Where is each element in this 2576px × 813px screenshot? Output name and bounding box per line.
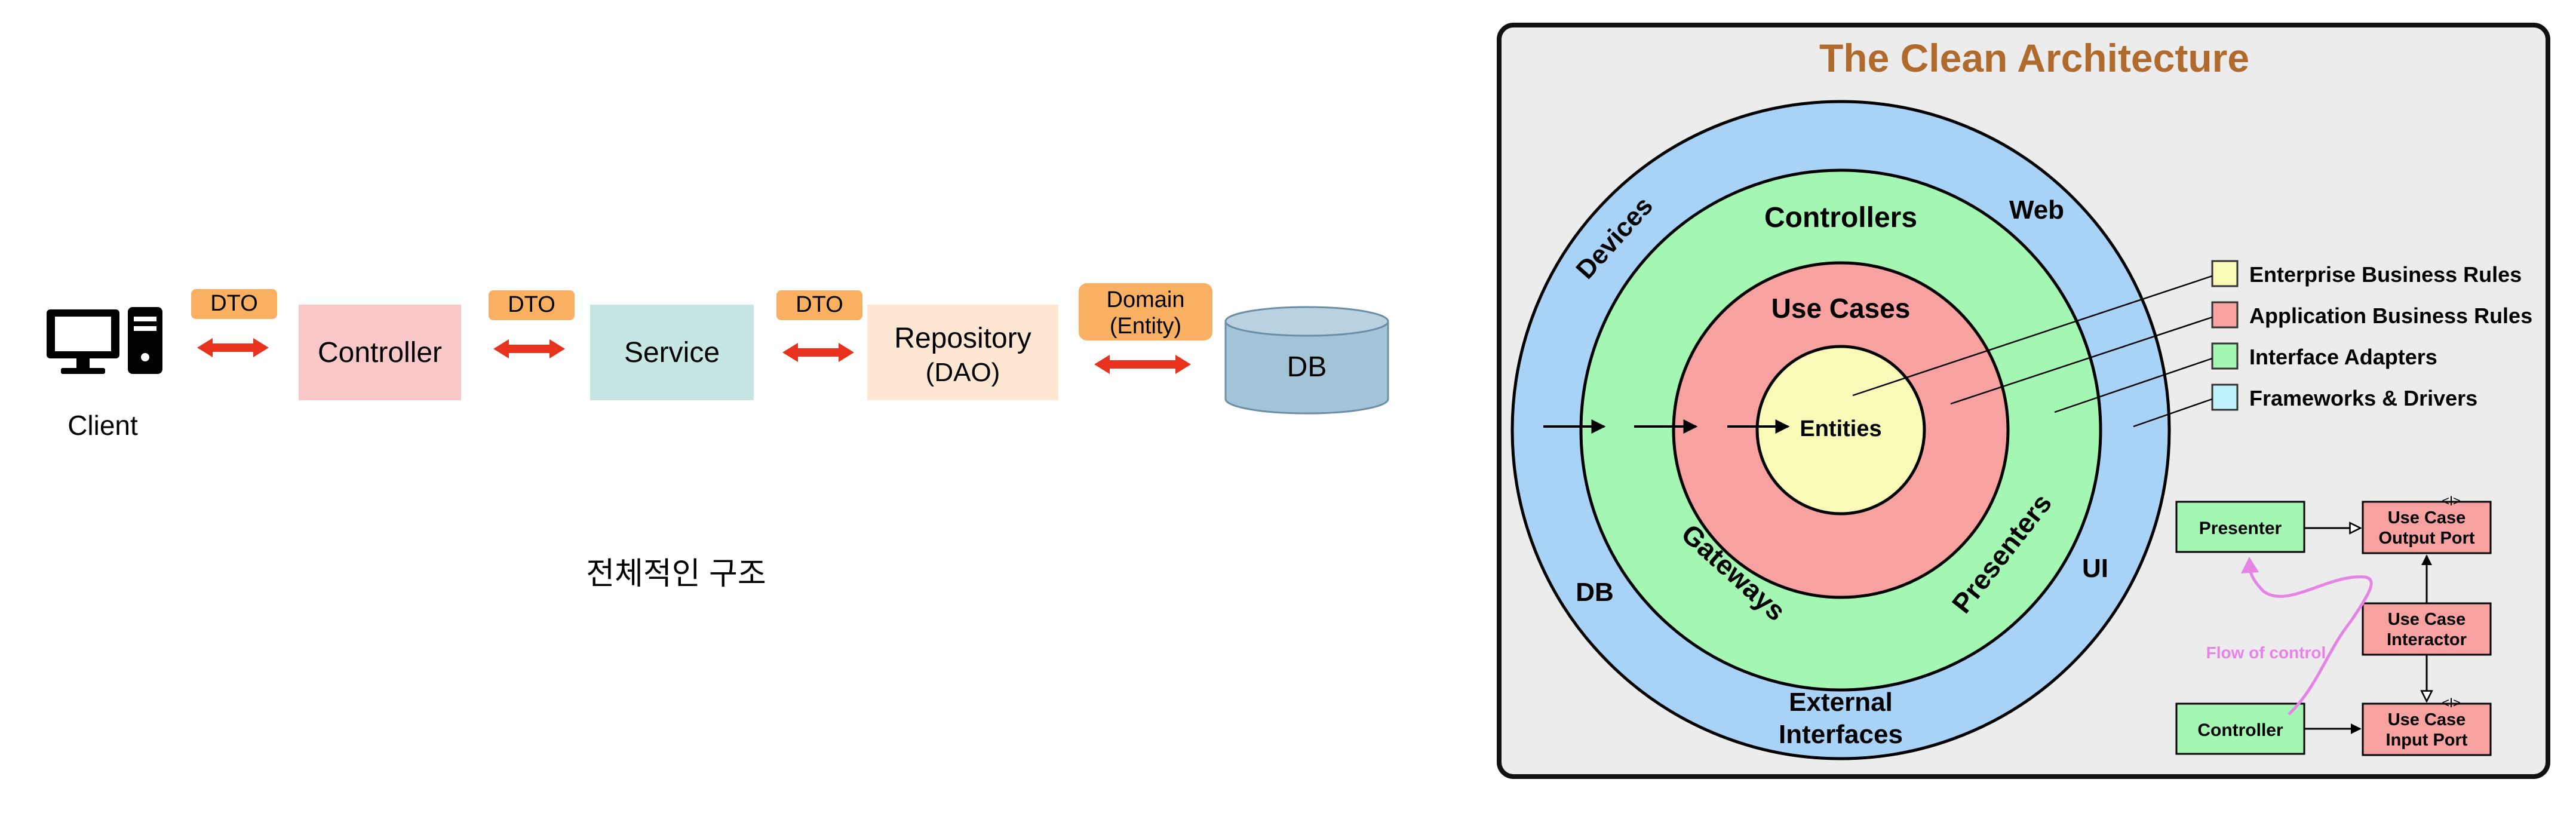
domain-badge: [1079, 283, 1212, 340]
output-port-box: [2362, 501, 2492, 554]
dto-badge-1: [191, 289, 277, 319]
legend-label-adapters: Interface Adapters: [2249, 345, 2437, 369]
flow-of-control-curve: [2248, 562, 2373, 716]
ring-label-controllers: Controllers: [1764, 202, 1917, 234]
legend-label-application: Application Business Rules: [2249, 303, 2532, 328]
dto-badge-3: [776, 290, 862, 320]
double-arrow-icon: [782, 343, 854, 362]
dto-badge-2: [489, 290, 575, 320]
computer-icon: [47, 307, 162, 374]
interactor-label: Use Case: [2388, 610, 2466, 629]
ring-label-db: DB: [1576, 578, 1614, 607]
ring-label-web: Web: [2009, 195, 2064, 225]
diagram-title: The Clean Architecture: [1819, 36, 2249, 80]
output-port-label: Use Case: [2388, 508, 2466, 527]
ring-label-interfaces: Interfaces: [1779, 720, 1903, 749]
double-arrow-icon: [493, 339, 565, 358]
presenter-label: Presenter: [2199, 519, 2282, 538]
controller-box: [299, 305, 461, 400]
output-port-interface-marker: <I>: [2442, 493, 2461, 508]
service-label: Service: [624, 337, 720, 369]
input-port-sublabel: Input Port: [2386, 731, 2468, 750]
dto-label-2: DTO: [508, 292, 555, 317]
controller-label: Controller: [318, 337, 442, 369]
layered-structure-diagram: Client DTO Controller DTO Service DTO: [47, 283, 1389, 591]
ring-label-external: External: [1789, 688, 1893, 717]
dto-label-1: DTO: [210, 291, 258, 316]
double-arrow-icon: [197, 338, 269, 357]
ring-label-entities: Entities: [1800, 416, 1881, 441]
repository-box: [867, 305, 1058, 400]
ring-label-use-cases: Use Cases: [1771, 293, 1911, 324]
interactor-sublabel: Interactor: [2387, 630, 2467, 649]
service-box: [590, 305, 754, 400]
legend-swatch-frameworks: [2211, 384, 2239, 411]
flow-arrows: [2304, 528, 2427, 734]
legend-label-enterprise: Enterprise Business Rules: [2249, 262, 2522, 287]
legend-swatch-application: [2211, 301, 2239, 329]
presenter-box: [2175, 501, 2305, 553]
database-icon: [1224, 306, 1389, 415]
ring-label-ui: UI: [2082, 554, 2108, 583]
client-label: Client: [67, 410, 138, 441]
legend: Enterprise Business Rules Application Bu…: [1852, 260, 2532, 428]
output-port-sublabel: Output Port: [2378, 529, 2474, 548]
dto-label-3: DTO: [796, 292, 843, 317]
clean-architecture-diagram: The Clean Architecture Devices Web DB UI…: [1497, 23, 2550, 779]
repository-label: Repository: [894, 323, 1031, 354]
domain-sublabel: (Entity): [1110, 314, 1181, 339]
legend-swatch-adapters: [2211, 342, 2239, 370]
input-port-label: Use Case: [2388, 710, 2466, 729]
flow-of-control-label: Flow of control: [2206, 643, 2326, 662]
db-label: DB: [1287, 351, 1327, 383]
controller-flow-label: Controller: [2197, 720, 2283, 740]
legend-leader-lines: [1852, 275, 2213, 428]
flow-of-control-diagram: Presenter Use Case Output Port <I> Use C…: [2175, 493, 2492, 756]
input-port-interface-marker: <I>: [2442, 695, 2461, 710]
legend-label-frameworks: Frameworks & Drivers: [2249, 386, 2477, 410]
double-arrow-icon: [1094, 355, 1191, 374]
enterprise-business-rules-core: [1755, 345, 1926, 516]
repository-sublabel: (DAO): [926, 358, 1000, 387]
domain-label: Domain: [1107, 287, 1185, 312]
input-port-box: [2362, 702, 2492, 756]
flow-of-control-arrowhead: [2241, 557, 2259, 573]
legend-swatch-enterprise: [2211, 260, 2239, 287]
diagram-caption: 전체적인 구조: [586, 557, 766, 591]
